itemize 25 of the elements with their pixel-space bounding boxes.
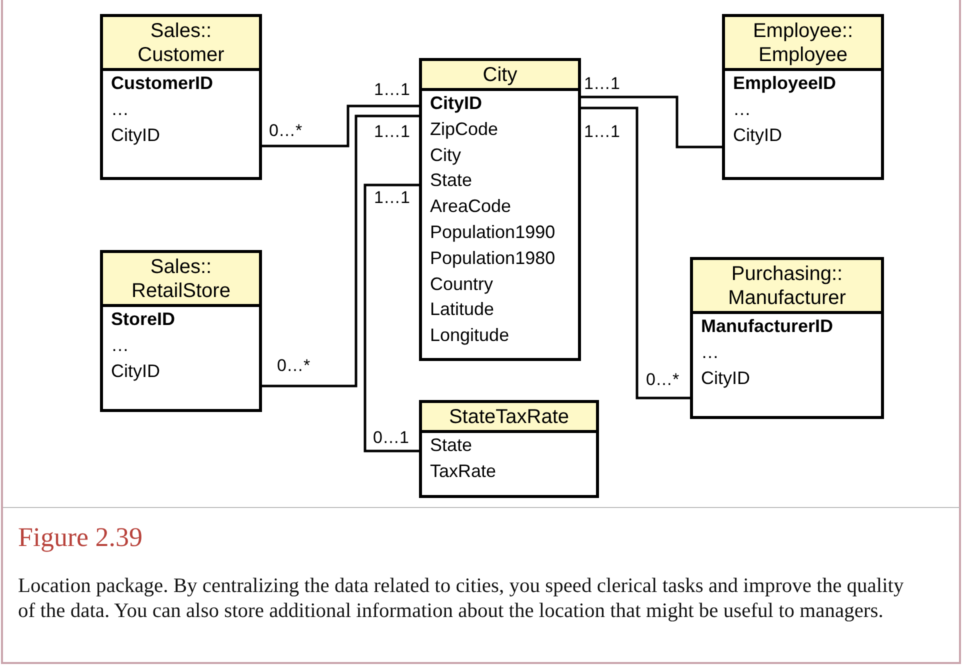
- connector-line: [581, 96, 722, 148]
- connector-line: [581, 106, 690, 400]
- attribute-list: State TaxRate: [422, 433, 596, 489]
- attribute-list: ManufacturerID … CityID: [693, 314, 881, 396]
- class-box: [100, 250, 262, 412]
- attribute-list: CityID ZipCode City State AreaCode Population1990 Population1980 Country Latitude Longitude: [422, 91, 578, 353]
- figure-title: Figure 2.39: [18, 522, 142, 553]
- figure-caption: Location package. By centralizing the data related to cities, you speed clerical tasks and improve the quality of the data. You can also store additional information about the location that might be useful to managers.: [18, 574, 905, 624]
- class-name: City: [422, 61, 578, 91]
- class-name: Employee:: Employee: [725, 17, 881, 71]
- class-name: StateTaxRate: [422, 403, 596, 433]
- class-box: [690, 257, 884, 419]
- class-box: [100, 14, 262, 180]
- class-box: [419, 400, 599, 498]
- class-name: Purchasing:: Manufacturer: [693, 260, 881, 314]
- attribute-list: StoreID … CityID: [103, 307, 259, 388]
- class-name: Sales:: Customer: [103, 17, 259, 71]
- class-box: [722, 14, 884, 180]
- attribute-list: CustomerID … CityID: [103, 71, 259, 152]
- connector-line: [262, 114, 419, 388]
- connector-line: [262, 104, 419, 148]
- connector-line: [364, 184, 419, 452]
- attribute-list: EmployeeID … CityID: [725, 71, 881, 152]
- class-box: [419, 58, 581, 361]
- class-name: Sales:: RetailStore: [103, 253, 259, 307]
